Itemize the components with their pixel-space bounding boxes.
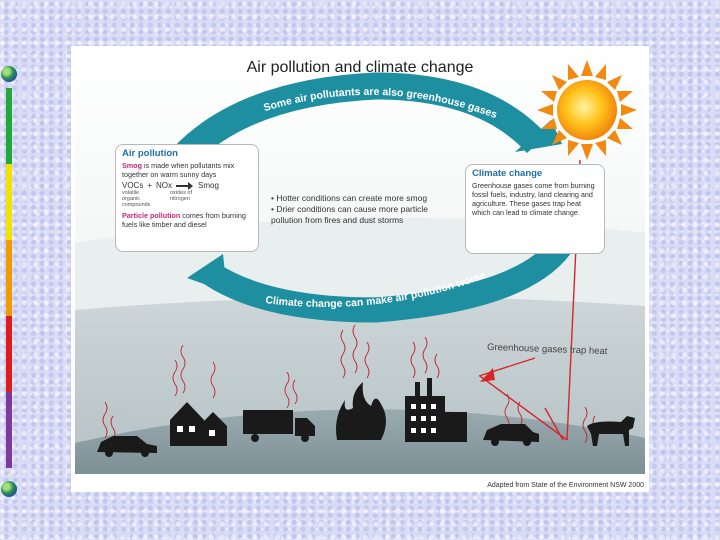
equation-arrow-icon xyxy=(176,181,194,190)
factory-icon xyxy=(405,378,467,442)
climate-change-text: Greenhouse gases come from burning fossi… xyxy=(472,181,595,217)
car-left-icon xyxy=(97,436,157,457)
diagram-artwork: Some air pollutants are also greenhouse … xyxy=(75,48,645,474)
sun-icon xyxy=(537,60,637,160)
equation-subtitles: volatile organic compounds oxides of nit… xyxy=(122,190,252,208)
voc-label: VOCs xyxy=(122,181,144,190)
particle-word: Particle pollution xyxy=(122,211,181,220)
heat-arrow-head xyxy=(480,368,495,382)
globe-icon-bottom xyxy=(1,481,17,497)
middle-bullets: • Hotter conditions can create more smog… xyxy=(271,193,461,226)
car-right-icon xyxy=(483,424,539,446)
cow-icon xyxy=(587,416,635,446)
slide-image: Some air pollutants are also greenhouse … xyxy=(71,46,649,492)
houses-icon xyxy=(170,402,227,446)
bottom-cycle-arrow xyxy=(203,229,579,323)
air-pollution-heading: Air pollution xyxy=(122,148,178,159)
smoke-squiggles xyxy=(102,324,598,444)
particle-description: Particle pollution comes from burning fu… xyxy=(122,211,252,229)
truck-icon xyxy=(243,410,315,442)
plus-sign: + xyxy=(147,181,153,190)
smog-word: Smog xyxy=(122,161,142,170)
bullet-particle: • Drier conditions can cause more partic… xyxy=(271,204,428,225)
diagram-figure: Some air pollutants are also greenhouse … xyxy=(75,48,645,474)
side-bar-red xyxy=(6,316,12,392)
page-title: Air pollution and climate change xyxy=(246,59,474,76)
climate-change-box: Climate change Greenhouse gases come fro… xyxy=(465,164,605,254)
side-bar-green xyxy=(6,88,12,164)
smog-result: Smog xyxy=(198,181,219,190)
voc-subtitle: volatile organic compounds xyxy=(122,190,151,208)
side-bar-purple xyxy=(6,392,12,468)
smog-equation: VOCs + NOx Smog xyxy=(122,181,252,190)
smog-description: Smog is made when pollutants mix togethe… xyxy=(122,161,252,179)
smog-text: is made when pollutants mix together on … xyxy=(122,161,235,179)
bushfire-icon xyxy=(336,382,386,440)
source-credit: Adapted from State of the Environment NS… xyxy=(487,482,644,489)
globe-icon-top xyxy=(1,66,17,82)
bottom-arrow-head xyxy=(187,254,227,292)
air-pollution-box: Air pollution Smog is made when pollutan… xyxy=(115,144,259,252)
side-bar-orange xyxy=(6,240,12,316)
climate-change-heading: Climate change xyxy=(472,168,543,179)
nox-subtitle: oxides of nitrogen xyxy=(170,190,193,202)
top-cycle-arrow xyxy=(164,72,548,175)
side-bar-yellow xyxy=(6,164,12,240)
particle-text: comes from burning fuels like timber and… xyxy=(122,211,246,229)
nox-label: NOx xyxy=(156,181,173,190)
side-color-bar xyxy=(6,88,12,468)
bullet-smog: • Hotter conditions can create more smog xyxy=(271,193,428,203)
